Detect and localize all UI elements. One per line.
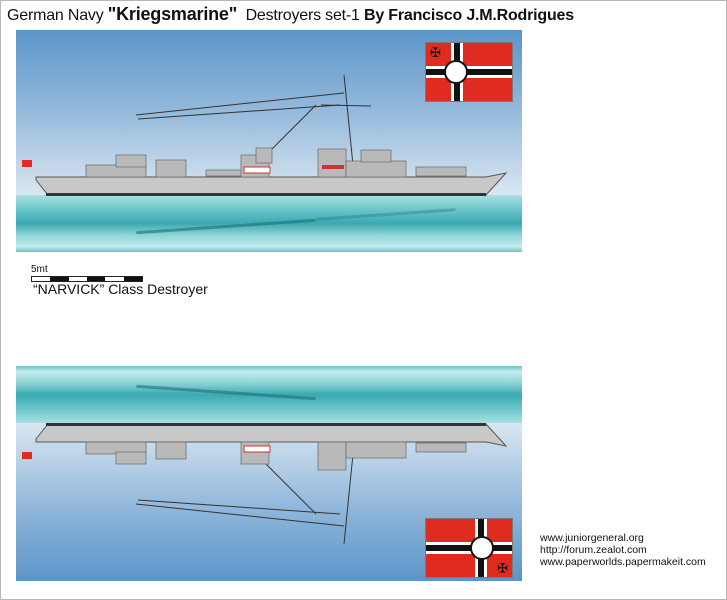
ensign-disc: [444, 60, 468, 84]
scale-label: 5mt: [31, 264, 48, 275]
stern-flag: [22, 160, 32, 167]
credit-link: www.paperworlds.papermakeit.com: [540, 556, 706, 568]
sea-bottom: [16, 366, 522, 423]
page-title: German Navy "Kriegsmarine" Destroyers se…: [7, 4, 574, 25]
naval-ensign-flag-top: ✠: [425, 42, 513, 102]
title-middle: Destroyers set-1: [237, 7, 364, 24]
title-author: By Francisco J.M.Rodrigues: [363, 7, 574, 24]
wake-stroke: [136, 384, 316, 401]
wake-stroke: [136, 218, 316, 235]
title-prefix: German Navy: [7, 7, 108, 24]
scale-bar: 5mt: [31, 264, 143, 282]
naval-ensign-flag-bottom: ✠: [425, 518, 513, 578]
credit-link: http://forum.zealot.com: [540, 544, 647, 556]
iron-cross-icon: ✠: [430, 45, 441, 60]
title-quoted: "Kriegsmarine": [107, 4, 238, 24]
rigging: [135, 75, 372, 176]
iron-cross-icon: ✠: [497, 560, 508, 575]
ship-class-label: “NARVICK” Class Destroyer: [33, 281, 208, 297]
credits: www.juniorgeneral.org http://forum.zealo…: [540, 532, 706, 568]
destroyer-ship-top: [22, 75, 508, 196]
ensign-disc: [470, 536, 494, 560]
scale-segments: [31, 276, 143, 282]
credit-link: www.juniorgeneral.org: [540, 532, 644, 544]
wake-stroke: [316, 208, 456, 221]
superstructure: [85, 147, 467, 178]
destroyer-ship-bottom-mirrored: [22, 423, 508, 544]
sea-top: [16, 195, 522, 252]
